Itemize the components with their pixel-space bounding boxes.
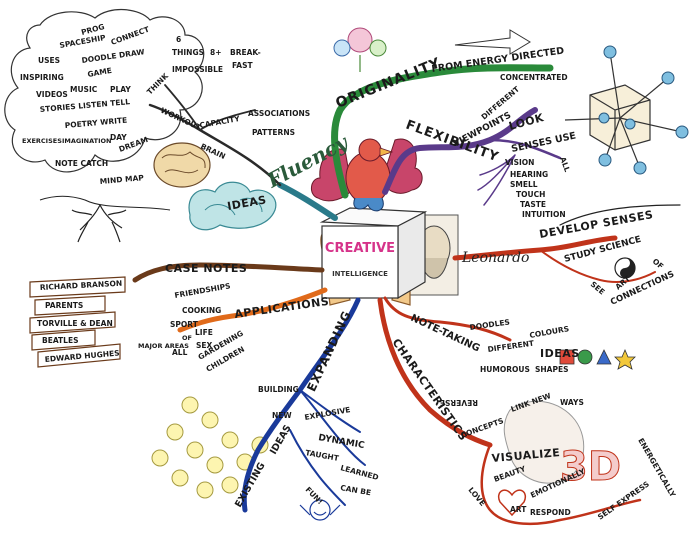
label-beatles: BEATLES	[42, 336, 78, 345]
label-originality: ORIGINALITY	[334, 55, 444, 112]
label-intuition: INTUITION	[522, 210, 566, 219]
label-reverse: REVERSE	[440, 398, 478, 407]
label-break: BREAK-	[230, 48, 261, 57]
case-notes-boxes	[29, 276, 126, 368]
label-concentrated: CONCENTRATED	[500, 73, 568, 82]
label-doodle-draw: DOODLE DRAW	[81, 47, 146, 65]
thinking-cloud	[4, 8, 205, 211]
label-friendships: FRIENDSHIPS	[174, 281, 231, 300]
label-taught: TAUGHT	[305, 448, 341, 463]
brain-drawing	[153, 142, 211, 188]
label-life: LIFE	[195, 328, 213, 337]
label-new: NEW	[272, 411, 292, 420]
label-visualize: VISUALIZE	[491, 446, 561, 465]
shapes-icons	[559, 348, 636, 370]
label-smell: SMELL	[510, 180, 538, 189]
label-expanding: EXPANDING	[304, 308, 354, 393]
eye-balls	[598, 45, 689, 175]
label-play: PLAY	[110, 85, 131, 94]
label-of-small: OF	[182, 334, 192, 342]
label-building: BUILDING	[258, 385, 299, 394]
flower-drawing	[333, 27, 387, 72]
label-things: THINGS	[172, 48, 204, 57]
label-six: 6	[176, 35, 181, 44]
label-learned: LEARNED	[339, 463, 379, 482]
label-case-notes: CASE NOTES	[165, 262, 247, 275]
roots-drawing	[71, 204, 127, 243]
label-note-taking: NOTE-TAKING	[409, 313, 482, 355]
label-all: ALL	[558, 156, 572, 174]
center-subtitle: INTELLIGENCE	[332, 270, 388, 278]
label-ways: WAYS	[560, 398, 584, 407]
label-inspiring: INSPIRING	[20, 73, 64, 82]
label-3d: 3D	[560, 444, 621, 490]
yin-yang-icon	[614, 257, 636, 279]
label-uses: USES	[38, 56, 60, 65]
label-sport: SPORT	[170, 320, 199, 329]
label-poetry-write: POETRY WRITE	[64, 116, 127, 130]
label-colours: COLOURS	[529, 324, 570, 340]
label-sex: SEX	[196, 341, 213, 350]
person-icon	[299, 499, 341, 521]
label-humorous: HUMOROUS	[480, 365, 530, 374]
label-ideas2: IDEAS	[540, 347, 580, 360]
label-torville-dean: TORVILLE & DEAN	[37, 319, 113, 328]
label-exercises: EXERCISES	[22, 137, 62, 145]
label-connect: CONNECT	[110, 24, 152, 47]
label-parents: PARENTS	[45, 301, 83, 310]
label-day: DAY	[110, 133, 127, 142]
label-imagination: IMAGINATION	[62, 137, 111, 145]
label-leonardo: Leonardo	[461, 250, 529, 266]
label-eight: 8+	[210, 48, 222, 57]
label-stories-listen-tell: STORIES LISTEN TELL	[39, 97, 130, 114]
label-fun: FUN!	[304, 485, 325, 506]
label-touch: TOUCH	[516, 190, 545, 199]
label-art2: ART	[510, 505, 527, 514]
label-game: GAME	[87, 66, 113, 79]
label-richard-branson: RICHARD BRANSON	[40, 279, 123, 292]
label-doodles: DOODLES	[469, 317, 510, 332]
label-different2: DIFFERENT	[487, 338, 535, 354]
label-videos: VIDEOS	[36, 90, 68, 99]
label-patterns: PATTERNS	[252, 128, 295, 137]
label-look: LOOK	[507, 111, 545, 133]
eye-cube-drawing	[564, 51, 683, 169]
label-capacity: CAPACITY	[199, 114, 241, 130]
label-impossible: IMPOSSIBLE	[172, 65, 223, 74]
label-concepts: CONCEPTS	[460, 416, 505, 440]
label-mind-map: MIND MAP	[99, 173, 144, 186]
label-applications: APPLICATIONS	[234, 295, 330, 321]
heart-icon	[498, 489, 526, 517]
arrow-drawing	[454, 29, 531, 55]
label-taste: TASTE	[520, 200, 546, 209]
label-can-be: CAN BE	[340, 483, 372, 497]
label-hearing: HEARING	[510, 170, 548, 179]
label-explosive: EXPLOSIVE	[304, 405, 351, 422]
label-major-areas: MAJOR AREAS	[138, 342, 189, 350]
3d-drawing	[503, 400, 585, 484]
label-all-small: ALL	[172, 348, 188, 357]
label-cooking: COOKING	[182, 306, 221, 315]
label-of: OF	[651, 257, 666, 271]
center-box: CREATIVE INTELLIGENCE	[319, 207, 428, 300]
center-title: CREATIVE	[325, 241, 395, 256]
label-vision: VISION	[505, 158, 534, 167]
label-respond: RESPOND	[530, 508, 571, 517]
branch-lines	[132, 64, 681, 526]
label-note-catch: NOTE CATCH	[55, 159, 108, 168]
label-see: SEE	[589, 280, 607, 297]
label-music: MUSIC	[70, 85, 98, 94]
label-beauty: BEAUTY	[493, 464, 528, 484]
label-associations: ASSOCIATIONS	[248, 109, 310, 118]
label-think: THINK	[145, 71, 171, 97]
label-dynamic: DYNAMIC	[317, 433, 365, 451]
label-fast: FAST	[232, 61, 253, 70]
label-shapes: SHAPES	[535, 365, 569, 374]
label-characteristics: CHARACTERISTICS	[390, 336, 470, 443]
wave-drawing	[188, 181, 277, 231]
